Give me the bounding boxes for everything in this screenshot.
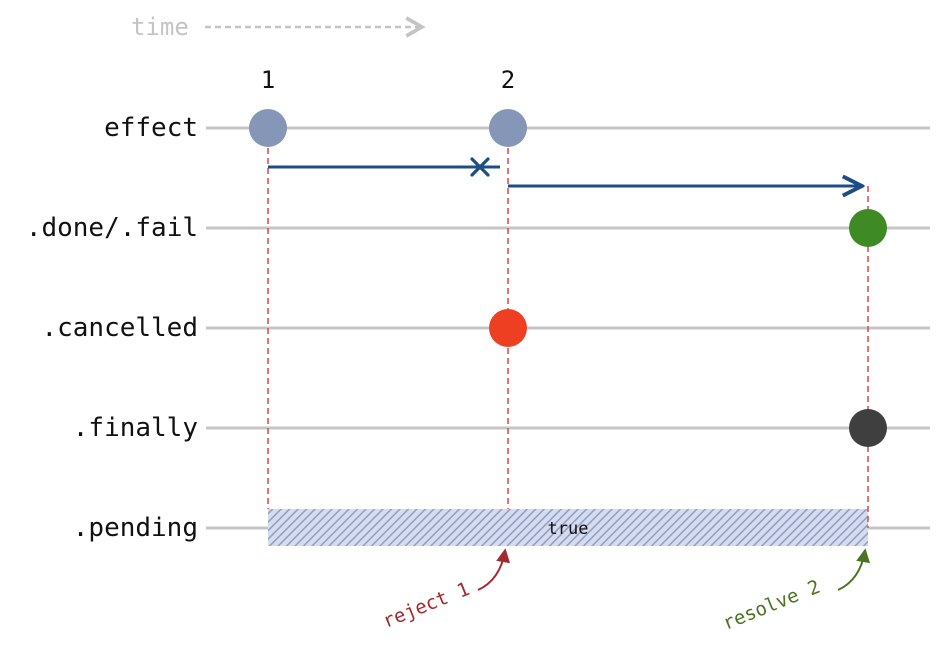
reject-arrow — [477, 548, 510, 591]
done-marker — [849, 209, 887, 247]
event-number-1: 1 — [261, 66, 275, 94]
guide-lines — [267, 148, 869, 528]
cancel-x-icon — [470, 157, 490, 177]
pending-value: true — [548, 519, 589, 539]
row-label-effect: effect — [104, 113, 198, 143]
timeline-tracks — [206, 126, 930, 530]
resolve-note: resolve 2 — [720, 576, 824, 635]
effect-marker-2 — [489, 109, 527, 147]
pending-bar — [268, 509, 868, 546]
resolve-arrow — [837, 548, 870, 591]
row-label-cancelled: .cancelled — [41, 313, 198, 343]
cancelled-marker — [489, 309, 527, 347]
event-number-2: 2 — [501, 66, 515, 94]
effect-marker-1 — [249, 109, 287, 147]
row-label-pending: .pending — [73, 513, 198, 543]
row-label-finally: .finally — [73, 413, 198, 443]
finally-marker — [849, 409, 887, 447]
time-label: time — [131, 13, 189, 41]
reject-note: reject 1 — [380, 578, 473, 633]
row-label-done-fail: .done/.fail — [26, 213, 198, 243]
